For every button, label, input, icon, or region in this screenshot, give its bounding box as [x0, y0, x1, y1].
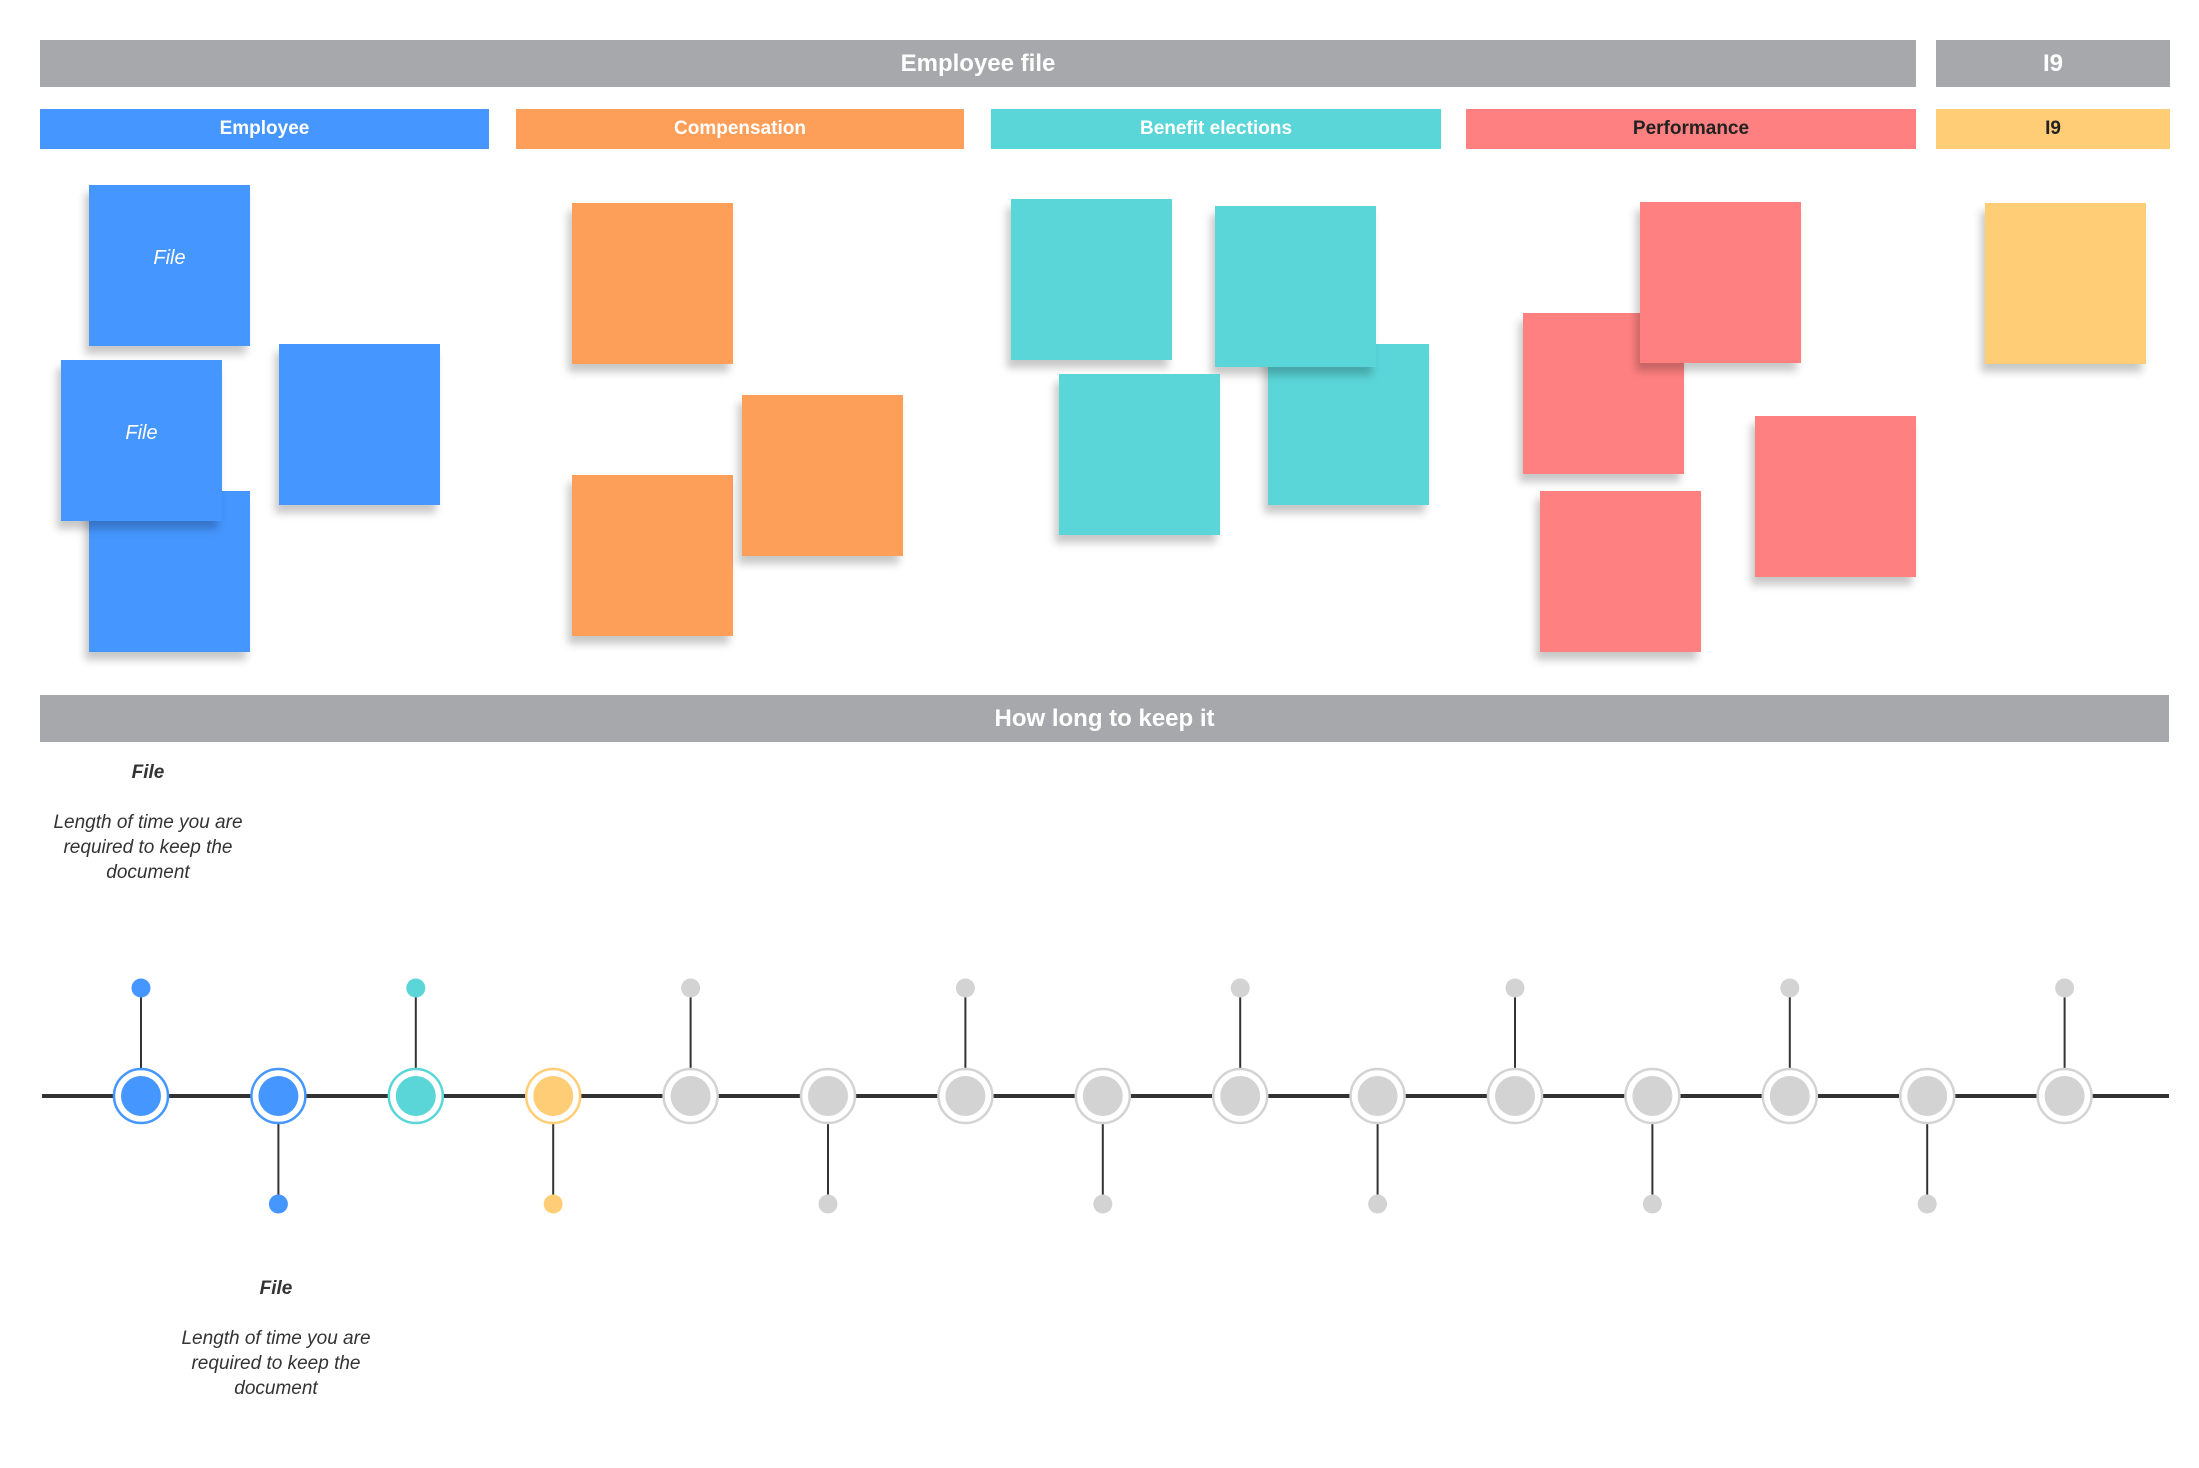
category-performance: Performance	[1466, 109, 1916, 149]
sticky-note[interactable]	[279, 344, 440, 505]
timeline-note-bottom: File Length of time you are required to …	[156, 1276, 396, 1401]
timeline-note-top: File Length of time you are required to …	[28, 760, 268, 885]
timeline-node	[533, 1076, 574, 1116]
timeline-end-dot	[818, 1194, 838, 1214]
sticky-note[interactable]	[1755, 416, 1916, 577]
how-long-header: How long to keep it	[40, 695, 2169, 742]
note-text: Length of time you are required to keep …	[53, 812, 243, 883]
note-title: File	[131, 762, 165, 783]
timeline-end-dot	[1093, 1194, 1113, 1214]
timeline-end-dot	[406, 978, 426, 998]
timeline-node	[2044, 1076, 2085, 1116]
sticky-note[interactable]: File	[61, 360, 222, 521]
sticky-note[interactable]: File	[89, 185, 250, 346]
timeline-node	[670, 1076, 711, 1116]
timeline-node	[1769, 1076, 1810, 1116]
timeline-node	[808, 1076, 848, 1116]
timeline-end-dot	[2055, 978, 2075, 998]
timeline-node	[395, 1076, 436, 1116]
timeline-node	[1357, 1076, 1398, 1116]
category-compensation: Compensation	[516, 109, 964, 149]
timeline-end-dot	[1230, 978, 1250, 998]
i9-header: I9	[1936, 40, 2170, 87]
sticky-note[interactable]	[1215, 206, 1376, 367]
timeline-node	[121, 1076, 161, 1116]
sticky-note[interactable]	[1011, 199, 1172, 360]
timeline-node	[1082, 1076, 1123, 1116]
note-title: File	[259, 1278, 293, 1299]
sticky-note[interactable]	[1268, 344, 1429, 505]
sticky-note[interactable]	[1059, 374, 1220, 535]
sticky-label: File	[153, 247, 186, 269]
timeline-end-dot	[131, 978, 151, 998]
category-employee: Employee	[40, 109, 489, 149]
sticky-note[interactable]	[572, 203, 733, 364]
timeline-node	[1495, 1076, 1535, 1116]
timeline-end-dot	[1917, 1194, 1937, 1214]
category-benefit-elections: Benefit elections	[991, 109, 1441, 149]
timeline-end-dot	[1780, 978, 1800, 998]
timeline-node	[1632, 1076, 1673, 1116]
timeline-node	[258, 1076, 299, 1116]
timeline-end-dot	[1642, 1194, 1662, 1214]
timeline-end-dot	[955, 978, 975, 998]
sticky-note[interactable]	[1985, 203, 2146, 364]
sticky-label: File	[125, 422, 158, 444]
note-text: Length of time you are required to keep …	[181, 1328, 371, 1399]
employee-file-header: Employee file	[40, 40, 1916, 87]
timeline-end-dot	[681, 978, 701, 998]
sticky-note[interactable]	[1540, 491, 1701, 652]
timeline-node	[1220, 1076, 1261, 1116]
sticky-note[interactable]	[742, 395, 903, 556]
sticky-note[interactable]	[1640, 202, 1801, 363]
timeline-end-dot	[1505, 978, 1525, 998]
category-i9: I9	[1936, 109, 2170, 149]
sticky-note[interactable]	[572, 475, 733, 636]
timeline-end-dot	[268, 1194, 288, 1214]
timeline-node	[1907, 1076, 1948, 1116]
timeline-node	[945, 1076, 986, 1116]
timeline-end-dot	[543, 1194, 563, 1214]
timeline-end-dot	[1368, 1194, 1388, 1214]
